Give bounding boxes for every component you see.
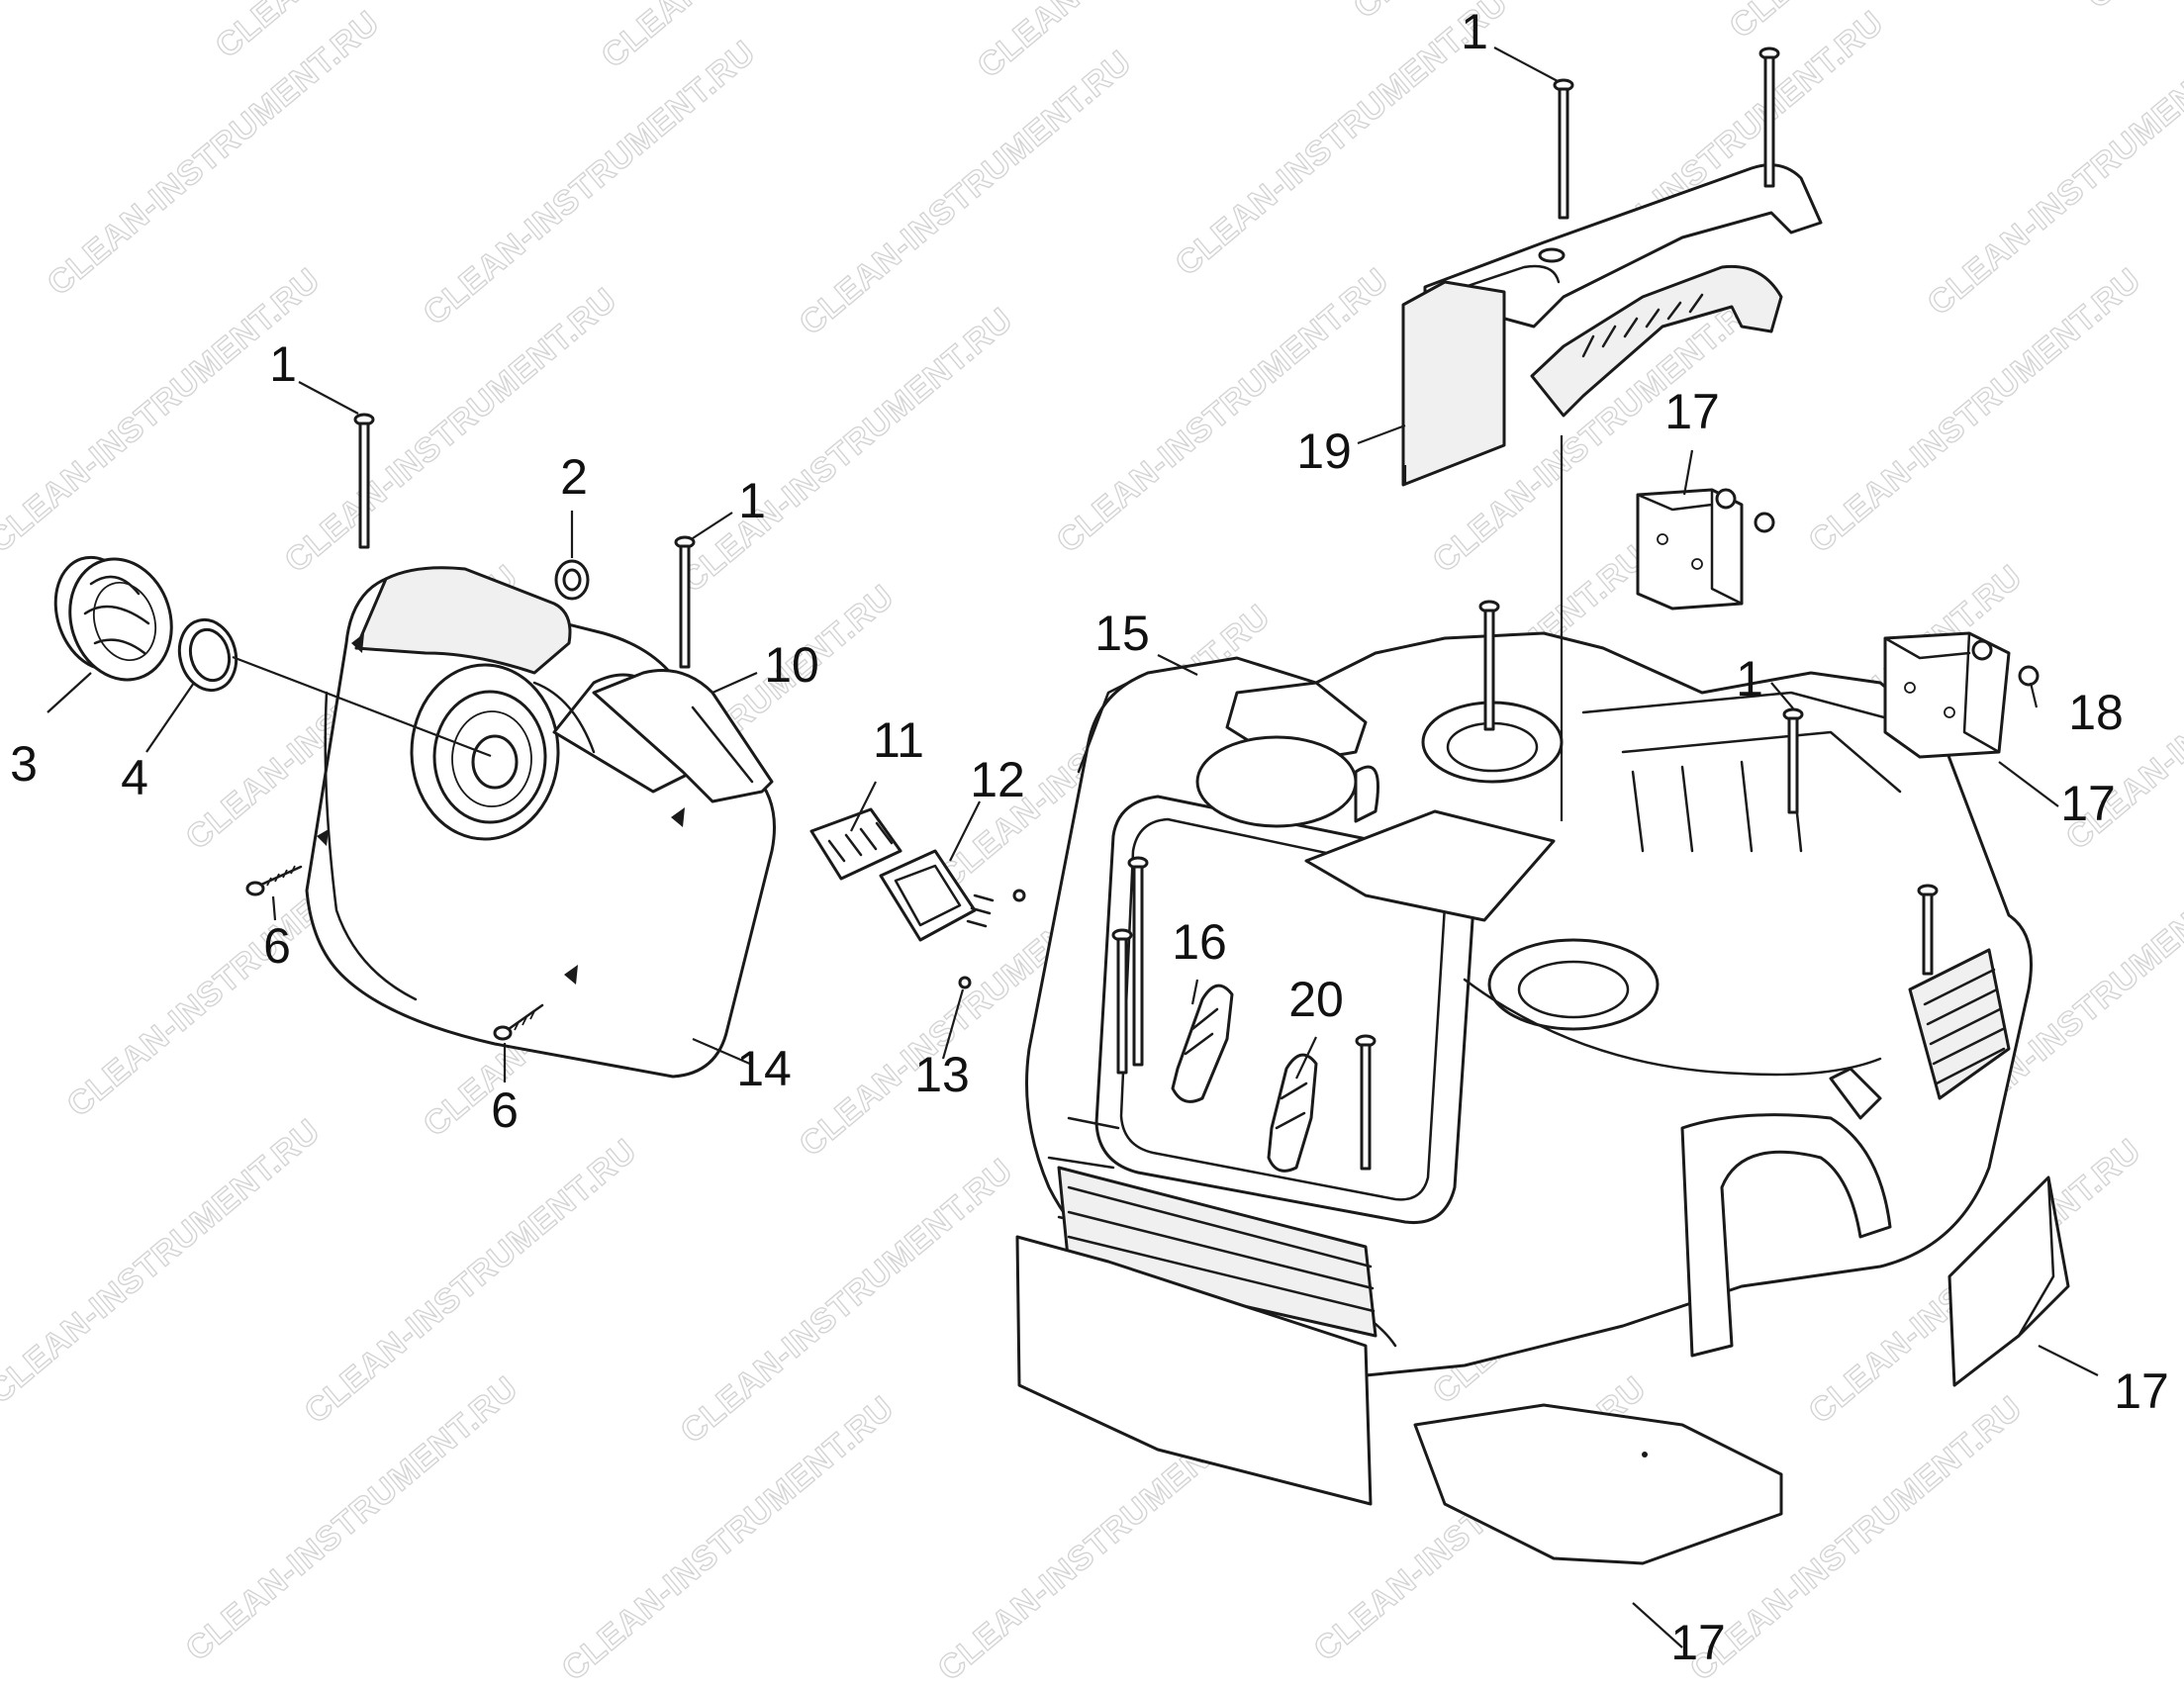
part-20-latch	[1267, 1053, 1318, 1173]
watermark-text: CLEAN-INSTRUMENT.RU	[0, 261, 328, 560]
part-1-screw-h	[1127, 856, 1149, 1067]
watermark-text: CLEAN-INSTRUMENT.RU	[1683, 1389, 2030, 1688]
part-1-screw-j	[1355, 1034, 1377, 1171]
callout-1: 1	[1461, 4, 1488, 59]
part-13-small-screw	[958, 889, 1026, 989]
part-14-front-cover	[305, 566, 776, 1079]
callout-6: 6	[491, 1082, 519, 1138]
part-1-screw-a	[353, 413, 375, 549]
callout-6: 6	[263, 918, 291, 974]
watermark-text: CLEAN-INSTRUMENT.RU	[179, 1369, 525, 1668]
watermark-text: CLEAN-INSTRUMENT.RU	[1802, 261, 2148, 560]
part-12-connector	[879, 849, 995, 942]
part-18-nut-right	[1971, 639, 2040, 687]
part-16-latch	[1171, 984, 1234, 1103]
part-18-nut-upper	[1715, 488, 1775, 533]
callout-13: 13	[914, 1047, 970, 1102]
part-17-pad-upper	[1636, 488, 1744, 611]
part-1-screw-i	[1111, 928, 1133, 1075]
callout-15: 15	[1094, 606, 1150, 661]
watermark-text: CLEAN-INSTRUMENT.RU	[555, 1389, 902, 1688]
part-3-cap	[53, 555, 173, 682]
part-1-screw-b	[674, 535, 696, 669]
watermark-text: CLEAN-INSTRUMENT.RU	[1347, 0, 1693, 26]
part-1-screw-d	[1758, 47, 1780, 188]
watermark-text: CLEAN-INSTRUMENT.RU	[674, 301, 1020, 600]
part-6-screw-a	[245, 865, 303, 896]
part-17-pad-bottom	[1413, 1403, 1783, 1565]
watermark-text: CLEAN-INSTRUMENT.RU	[2079, 0, 2184, 16]
watermark-text: CLEAN-INSTRUMENT.RU	[417, 34, 763, 332]
callout-18: 18	[2068, 685, 2124, 740]
callout-4: 4	[121, 750, 148, 805]
watermark-text: CLEAN-INSTRUMENT.RU	[674, 1152, 1020, 1451]
watermark-text: CLEAN-INSTRUMENT.RU	[1921, 24, 2184, 323]
callout-17: 17	[1664, 384, 1720, 439]
callout-12: 12	[970, 752, 1025, 807]
leader-lines	[47, 47, 2099, 1648]
part-11-switch	[809, 807, 902, 881]
part-1-screw-c	[1553, 78, 1574, 220]
watermark-text: CLEAN-INSTRUMENT.RU	[0, 1112, 328, 1411]
part-4-seal-ring	[177, 617, 238, 693]
watermark-text: CLEAN-INSTRUMENT.RU	[298, 1132, 644, 1431]
callout-1: 1	[738, 473, 766, 528]
part-17-pad-left-front	[1015, 1235, 1373, 1506]
part-19-handle	[1423, 163, 1823, 418]
callout-16: 16	[1172, 914, 1227, 970]
callout-17: 17	[2060, 776, 2116, 831]
part-10-side-cover	[592, 669, 774, 803]
part-17-pad-right-front	[1947, 1175, 2070, 1387]
watermark-text: CLEAN-INSTRUMENT.RU	[793, 44, 1139, 342]
part-15-main-housing	[1025, 631, 2033, 1377]
part-1-screw-f	[1782, 707, 1804, 814]
part-1-screw-g	[1917, 884, 1939, 976]
watermark-text: CLEAN-INSTRUMENT.RU	[41, 4, 387, 303]
callout-19: 19	[1296, 423, 1352, 479]
callout-1: 1	[269, 336, 297, 392]
watermark-text: CLEAN-INSTRUMENT.RU	[1050, 261, 1396, 560]
part-2-nut	[554, 559, 590, 601]
part-1-screw-e	[1478, 600, 1500, 731]
callout-17: 17	[1670, 1615, 1726, 1670]
callout-3: 3	[10, 736, 38, 792]
watermark-text: CLEAN-INSTRUMENT.RU	[595, 0, 941, 75]
callout-10: 10	[764, 637, 819, 693]
callout-labels: 1 2 1 3 4 6 6 10 11 12 13 14 15 16 20 1 …	[10, 4, 2169, 1670]
callout-17: 17	[2114, 1363, 2169, 1419]
callout-2: 2	[560, 449, 588, 505]
part-17-pad-right	[1883, 631, 2011, 759]
callout-1: 1	[1736, 651, 1763, 706]
part-6-screw-b	[493, 1003, 544, 1041]
callout-14: 14	[736, 1041, 792, 1096]
callout-20: 20	[1288, 972, 1344, 1027]
callout-11: 11	[873, 712, 924, 768]
watermark-text: CLEAN-INSTRUMENT.RU	[971, 0, 1317, 85]
part-17-flap-19	[1401, 280, 1506, 487]
watermark-text: CLEAN-INSTRUMENT.RU	[1723, 0, 2069, 46]
